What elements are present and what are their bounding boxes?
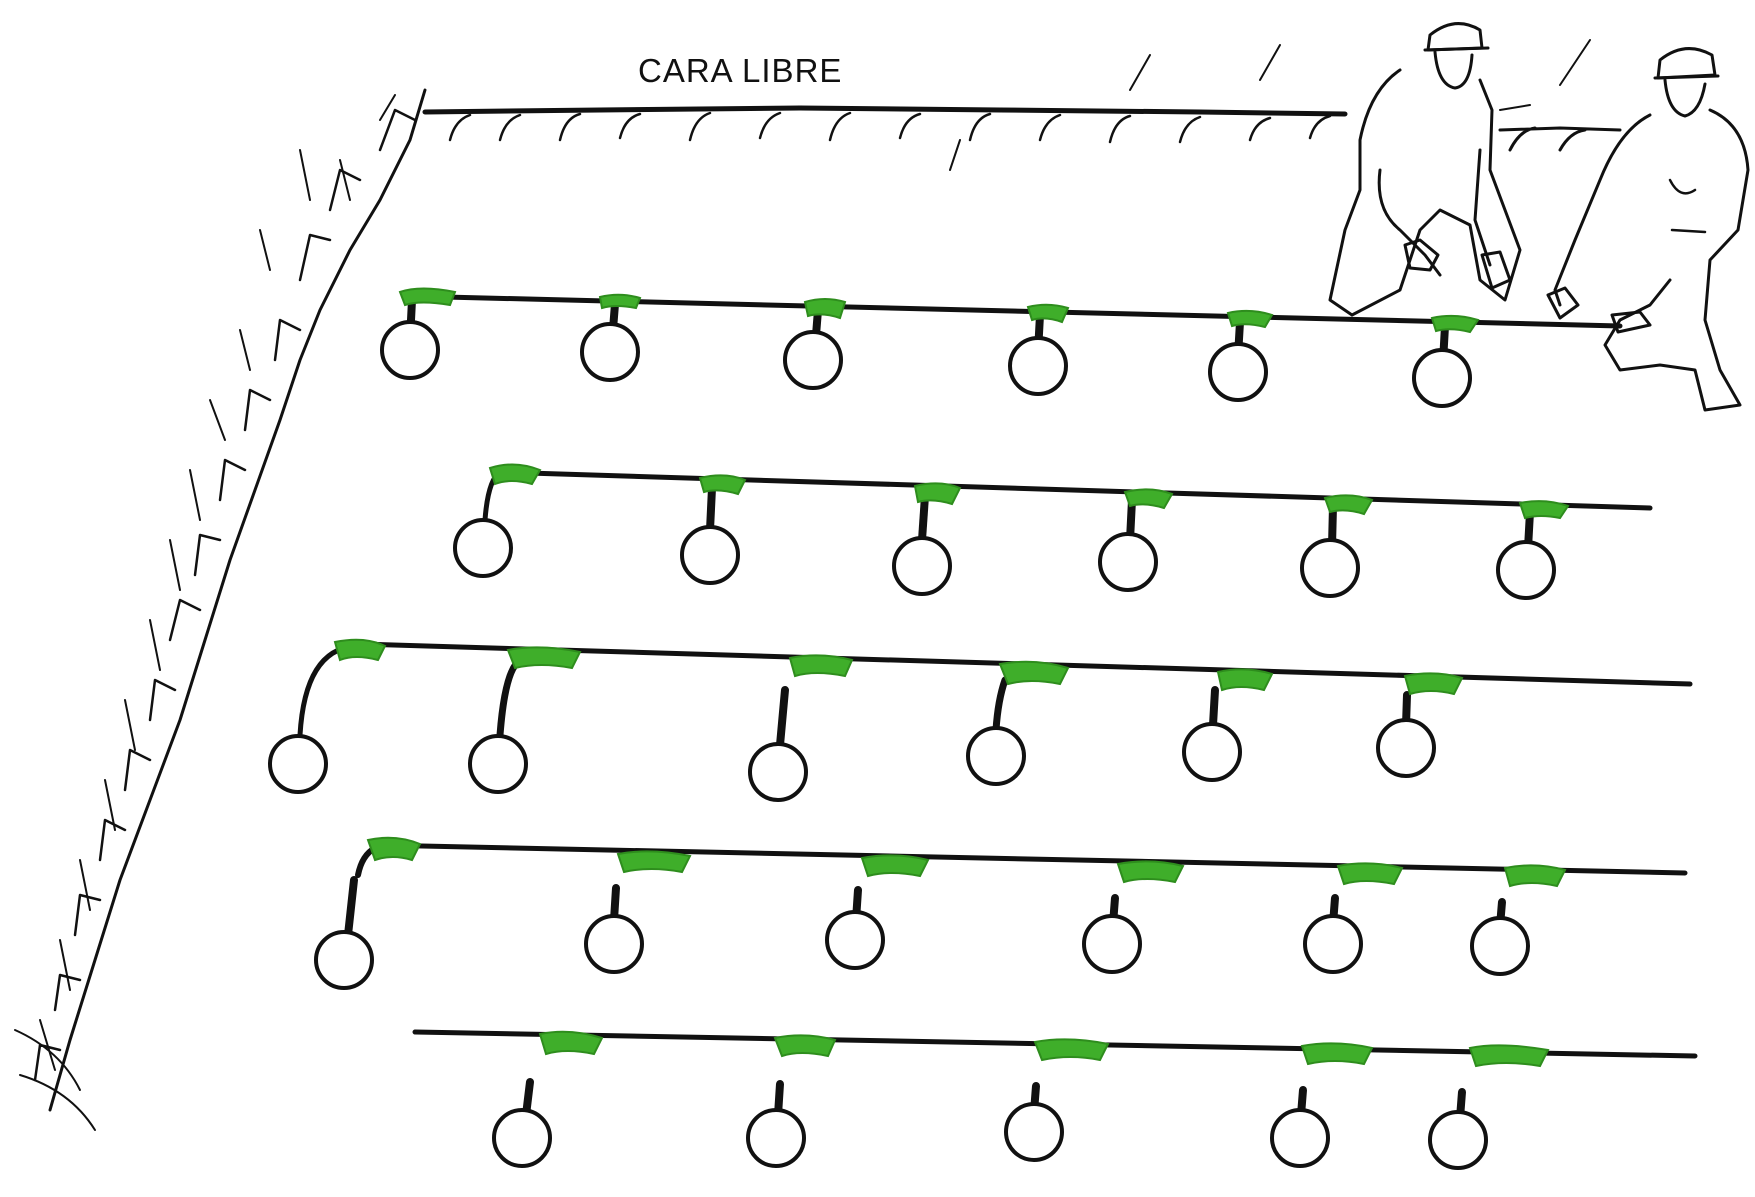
hole: [1496, 500, 1570, 600]
hole: [584, 850, 692, 974]
worker-kneeling-left: [1328, 22, 1522, 317]
hole: [268, 638, 387, 794]
hole: [1270, 1042, 1374, 1168]
hole: [746, 1034, 837, 1168]
worker-kneeling-right: [1546, 47, 1750, 412]
hole: [1208, 309, 1274, 402]
free-face-label: CARA LIBRE: [638, 52, 843, 89]
hole: [1008, 303, 1070, 396]
hole: [314, 836, 422, 990]
hole: [1303, 862, 1404, 974]
hole: [1082, 860, 1185, 974]
hole: [1428, 1044, 1550, 1170]
free-face-top: [422, 39, 1622, 171]
hole: [680, 474, 747, 585]
blast-rows: [268, 287, 1698, 1170]
hole: [1412, 314, 1480, 408]
row-3: [268, 638, 1693, 802]
hole: [580, 293, 642, 382]
hole: [783, 298, 847, 390]
hole: [1300, 494, 1374, 598]
row-5: [412, 1029, 1698, 1170]
hole: [1182, 668, 1274, 782]
row-2: [453, 463, 1653, 600]
hole: [453, 463, 542, 578]
hole: [966, 660, 1070, 786]
row-4: [314, 836, 1688, 990]
bench-face: [14, 88, 427, 1131]
hole: [380, 287, 457, 380]
hole: [1098, 488, 1174, 592]
hole: [1004, 1038, 1110, 1162]
hole: [492, 1030, 604, 1168]
row-1: [380, 287, 1623, 408]
hole: [892, 482, 962, 596]
hole: [825, 854, 930, 970]
hole: [1376, 672, 1464, 778]
hole: [748, 654, 854, 802]
hole: [468, 646, 582, 794]
hole: [1470, 864, 1567, 976]
